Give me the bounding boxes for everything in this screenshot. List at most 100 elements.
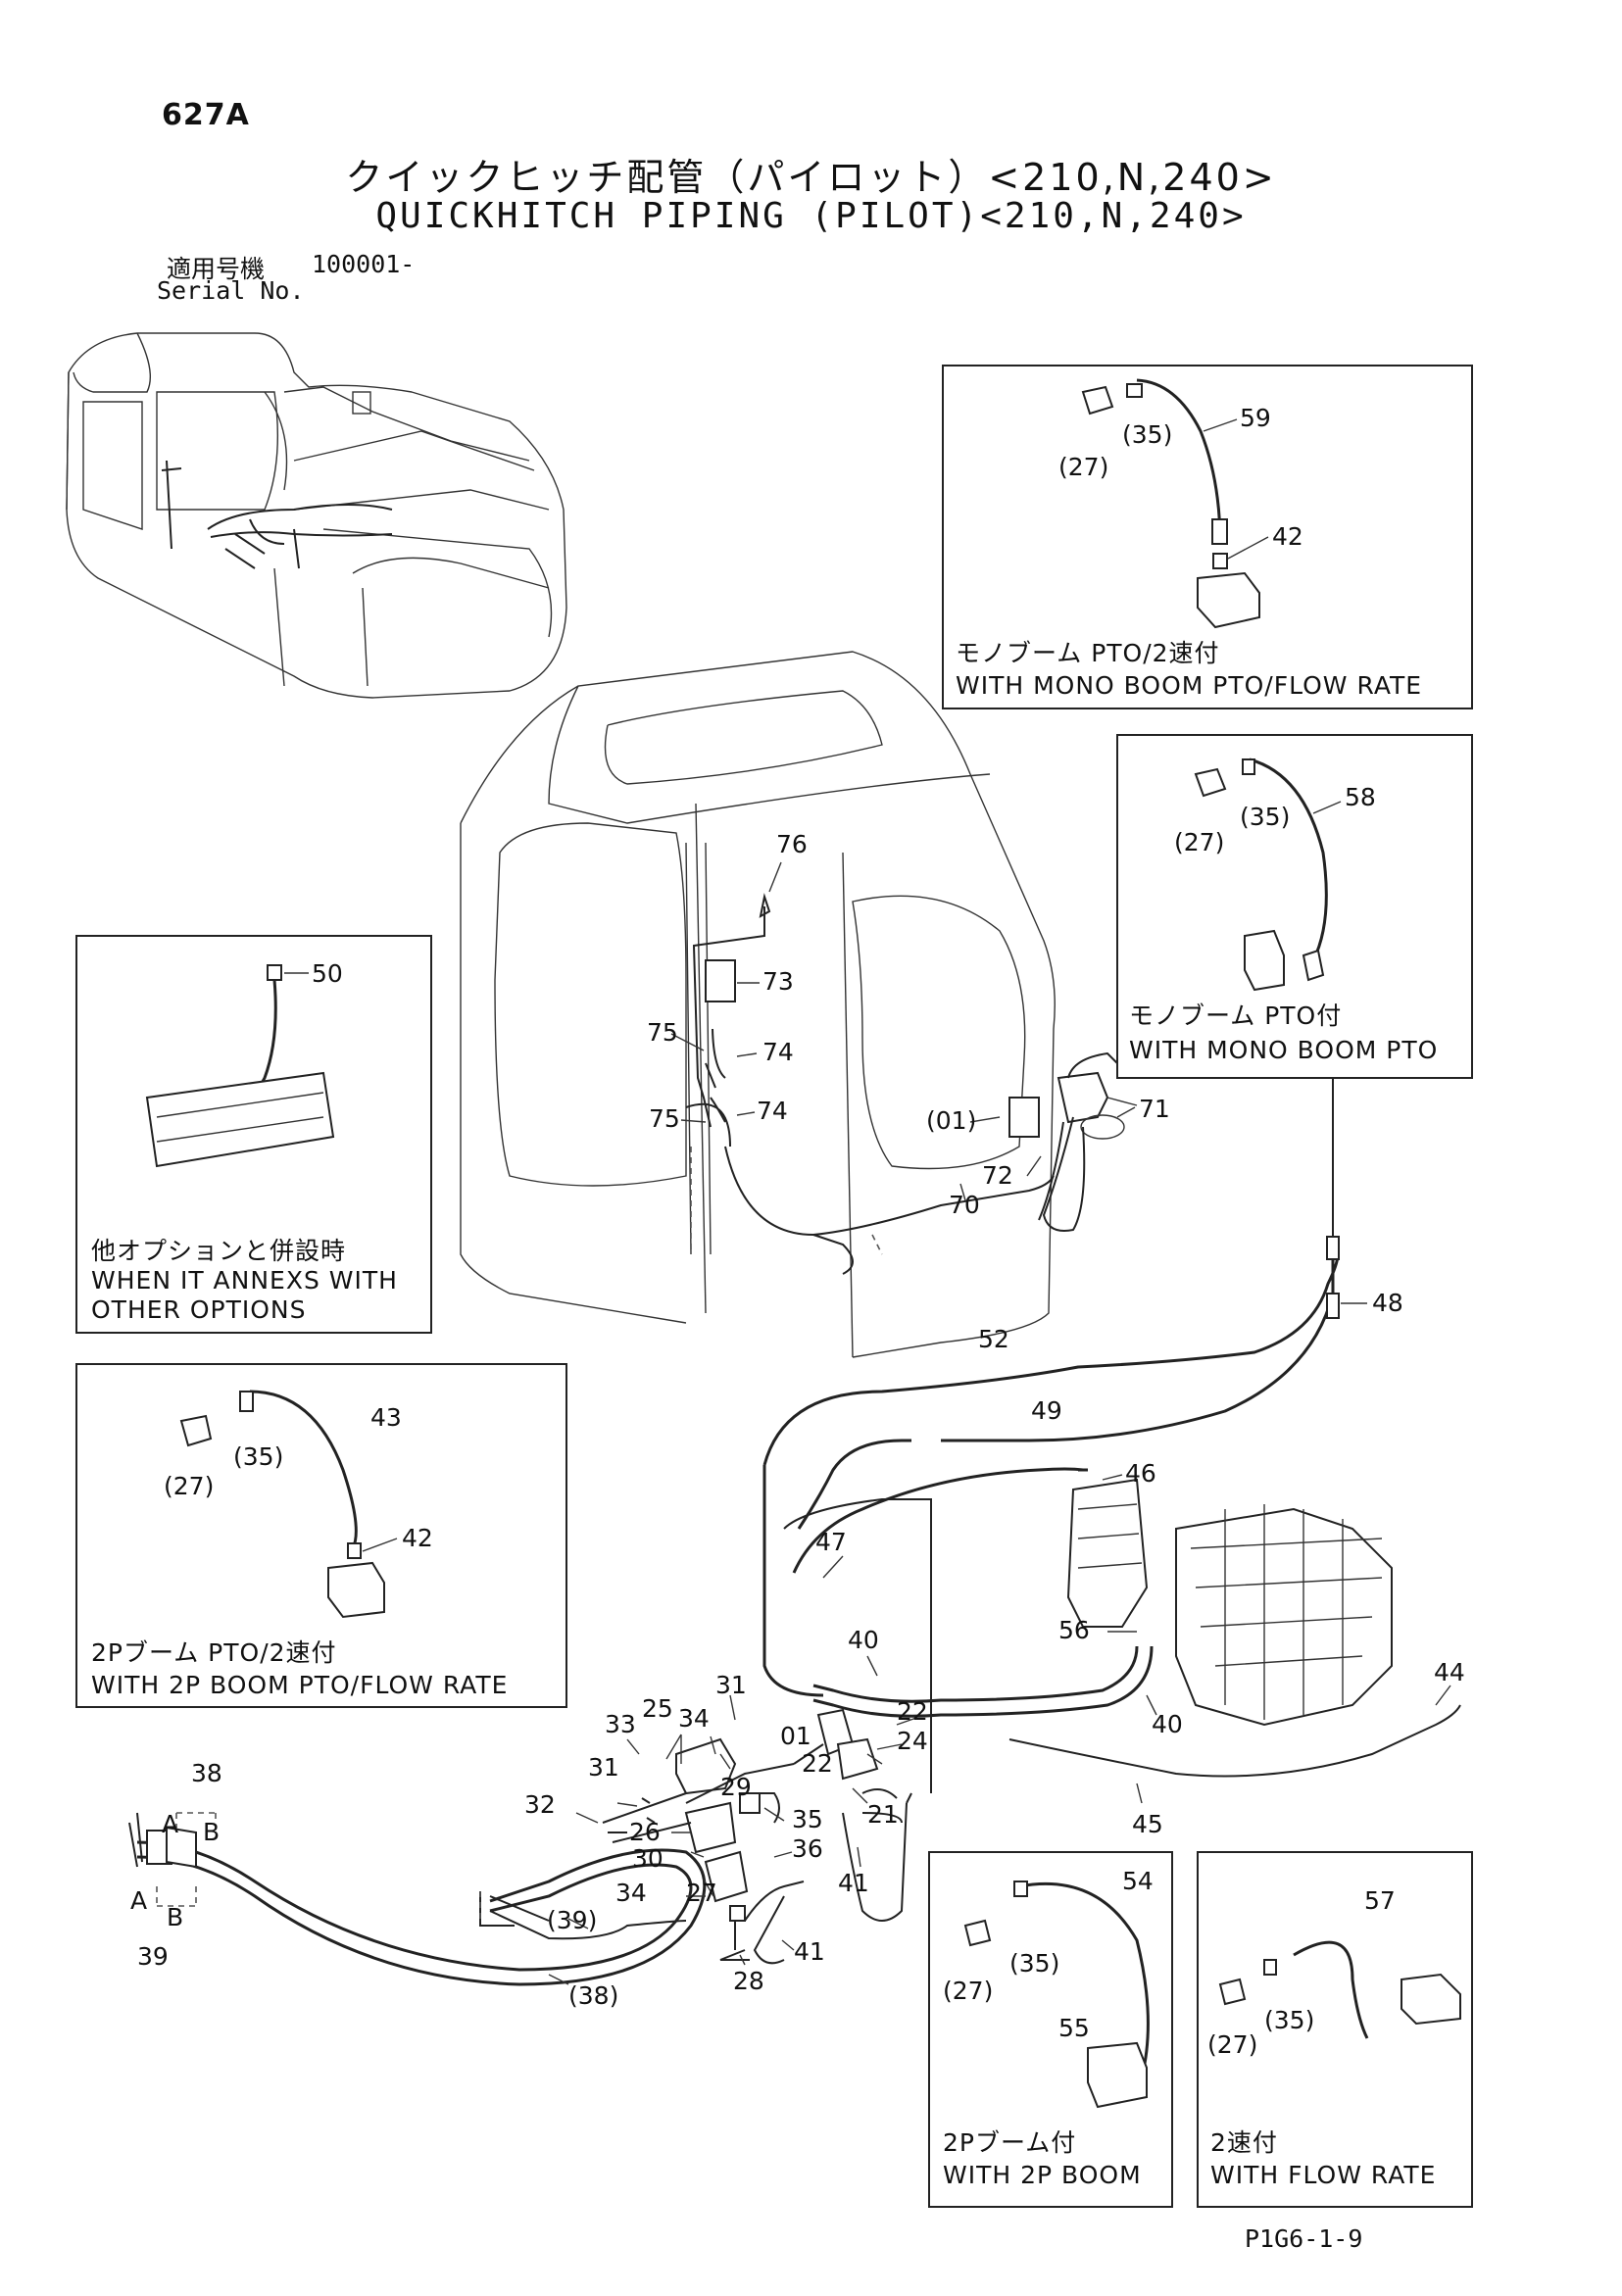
callout-71: 71 — [1139, 1095, 1170, 1123]
callout-32: 32 — [524, 1790, 556, 1819]
callout-40-lower: 40 — [1152, 1710, 1183, 1738]
inset5-label-54: 54 — [1122, 1867, 1154, 1895]
inset1-label-59: 59 — [1240, 404, 1271, 432]
callout-34-lower: 34 — [615, 1879, 647, 1907]
cab-drawing — [460, 651, 1056, 1358]
serial-label-english: Serial No. — [157, 276, 305, 305]
inset1-caption-en: WITH MONO BOOM PTO/FLOW RATE — [956, 671, 1422, 700]
callout-39: 39 — [137, 1942, 169, 1971]
inset4-label-27: (27) — [164, 1472, 214, 1500]
callout-24: 24 — [897, 1727, 928, 1755]
inset5-caption-en: WITH 2P BOOM — [943, 2161, 1142, 2189]
inset4-label-35: (35) — [233, 1442, 283, 1471]
inset4-caption-en: WITH 2P BOOM PTO/FLOW RATE — [91, 1671, 508, 1699]
inset1-label-35: (35) — [1122, 420, 1172, 449]
callout-01-cab: (01) — [926, 1106, 976, 1135]
callout-26: 26 — [629, 1818, 661, 1846]
serial-value: 100001- — [312, 250, 416, 278]
inset6-label-35: (35) — [1264, 2006, 1314, 2034]
inset-flow-rate: (27) (35) 57 2速付 WITH FLOW RATE — [1197, 1851, 1473, 2208]
inset6-caption-en: WITH FLOW RATE — [1210, 2161, 1436, 2189]
callout-40-upper: 40 — [848, 1626, 879, 1654]
inset2-caption-en: WITH MONO BOOM PTO — [1129, 1036, 1438, 1064]
callout-39-paren: (39) — [547, 1906, 597, 1934]
inset6-label-57: 57 — [1364, 1886, 1396, 1915]
callout-28: 28 — [733, 1967, 764, 1995]
inset-mono-boom-pto-flow-rate: (27) (35) 59 42 モノブーム PTO/2速付 WITH MONO … — [942, 365, 1473, 709]
main-piping-drawing — [128, 893, 1461, 1986]
title-japanese: クイックヒッチ配管（パイロット）<210,N,240> — [345, 156, 1277, 199]
inset-2p-boom: (27) (35) 54 55 2Pブーム付 WITH 2P BOOM — [928, 1851, 1173, 2208]
inset4-label-42: 42 — [402, 1524, 433, 1552]
inset3-caption-jp: 他オプションと併設時 — [91, 1237, 346, 1265]
callout-47: 47 — [815, 1528, 847, 1556]
inset5-label-35: (35) — [1009, 1949, 1059, 1978]
callout-45: 45 — [1132, 1810, 1163, 1838]
inset3-caption-en-1: WHEN IT ANNEXS WITH — [91, 1266, 398, 1295]
callout-75-upper: 75 — [647, 1018, 678, 1047]
port-a-lower: A — [130, 1886, 147, 1915]
port-a-upper: A — [162, 1810, 178, 1838]
callout-30: 30 — [632, 1844, 664, 1873]
callout-22-lower: 22 — [802, 1749, 833, 1778]
callout-31-lower: 31 — [588, 1753, 619, 1782]
callout-38: 38 — [191, 1759, 222, 1787]
callout-56: 56 — [1058, 1616, 1090, 1644]
inset4-label-43: 43 — [370, 1403, 402, 1432]
main-callouts: 76 73 75 74 75 74 71 (01) 72 70 48 52 49… — [130, 830, 1465, 2010]
port-b-lower: B — [167, 1903, 183, 1931]
callout-21: 21 — [867, 1800, 899, 1829]
inset5-label-55: 55 — [1058, 2014, 1090, 2042]
inset5-label-27: (27) — [943, 1977, 993, 2005]
callout-74-lower: 74 — [757, 1097, 788, 1125]
inset-mono-boom-pto: (27) (35) 58 モノブーム PTO付 WITH MONO BOOM P… — [1116, 734, 1473, 1079]
callout-41-right: 41 — [838, 1869, 869, 1897]
inset1-label-42: 42 — [1272, 522, 1303, 551]
title-english: QUICKHITCH PIPING (PILOT)<210,N,240> — [375, 196, 1247, 236]
callout-44: 44 — [1434, 1658, 1465, 1686]
callout-36: 36 — [792, 1834, 823, 1863]
inset4-caption-jp: 2Pブーム PTO/2速付 — [91, 1638, 337, 1667]
callout-41-lower: 41 — [794, 1937, 825, 1966]
callout-72: 72 — [982, 1161, 1013, 1190]
figure-reference-code: P1G6-1-9 — [1245, 2224, 1363, 2253]
callout-70: 70 — [949, 1191, 980, 1219]
inset2-label-58: 58 — [1345, 783, 1376, 811]
inset1-label-27: (27) — [1058, 453, 1108, 481]
machine-overview-drawing — [66, 332, 567, 699]
serial-label-japanese: 適用号機 — [167, 255, 266, 283]
inset5-caption-jp: 2Pブーム付 — [943, 2128, 1076, 2157]
page-code: 627A — [162, 98, 250, 132]
callout-74-upper: 74 — [762, 1038, 794, 1066]
inset2-label-35: (35) — [1240, 803, 1290, 831]
inset2-label-27: (27) — [1174, 828, 1224, 856]
callout-52: 52 — [978, 1325, 1009, 1353]
callout-34-upper: 34 — [678, 1704, 710, 1733]
port-b-upper: B — [203, 1818, 220, 1846]
inset3-caption-en-2: OTHER OPTIONS — [91, 1295, 307, 1324]
callout-25: 25 — [642, 1694, 673, 1723]
callout-48: 48 — [1372, 1289, 1403, 1317]
inset6-caption-jp: 2速付 — [1210, 2128, 1278, 2157]
inset-2p-boom-pto-flow-rate: (27) (35) 43 42 2Pブーム PTO/2速付 WITH 2P BO… — [75, 1363, 567, 1708]
inset-other-options: 50 他オプションと併設時 WHEN IT ANNEXS WITH OTHER … — [75, 935, 432, 1334]
callout-76: 76 — [776, 830, 808, 858]
callout-29: 29 — [720, 1773, 752, 1801]
inset3-label-50: 50 — [312, 959, 343, 988]
callout-31-upper: 31 — [715, 1671, 747, 1699]
callout-33: 33 — [605, 1710, 636, 1738]
inset6-label-27: (27) — [1207, 2030, 1257, 2059]
inset2-caption-jp: モノブーム PTO付 — [1129, 1001, 1342, 1030]
callout-35: 35 — [792, 1805, 823, 1833]
callout-46: 46 — [1125, 1459, 1156, 1488]
inset1-caption-jp: モノブーム PTO/2速付 — [956, 639, 1220, 667]
callout-01: 01 — [780, 1722, 811, 1750]
callout-73: 73 — [762, 967, 794, 996]
callout-38-paren: (38) — [568, 1981, 618, 2010]
callout-22-upper: 22 — [897, 1697, 928, 1726]
main-leader-lines — [548, 861, 1451, 1985]
callout-75-lower: 75 — [649, 1104, 680, 1133]
callout-27: 27 — [686, 1879, 717, 1907]
callout-49: 49 — [1031, 1396, 1062, 1425]
